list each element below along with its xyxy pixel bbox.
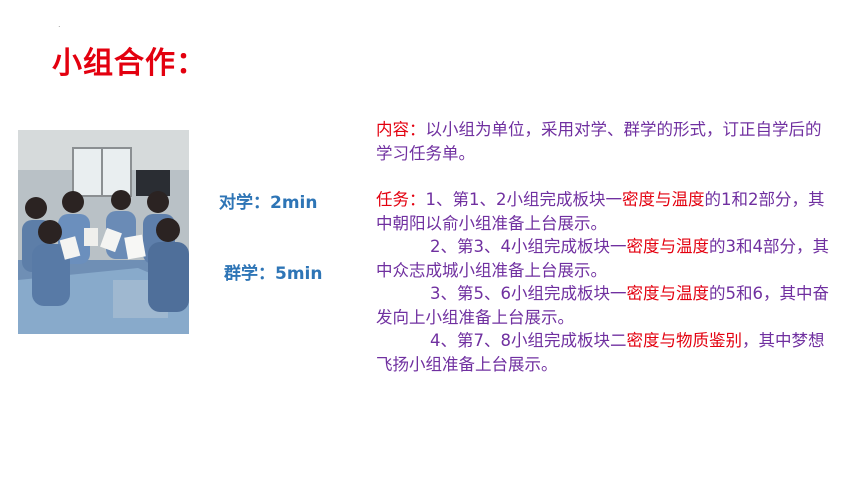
group-study-time: 群学：5min [224,264,323,284]
slide-marker: . [58,20,61,29]
intro-text: 以小组为单位，采用对学、群学的形式，订正自学后的学习任务单。 [376,120,822,163]
task-item-2: 2、第3、4小组完成板块一密度与温度的3和4部分，其中众志成城小组准备上台展示。 [376,235,836,282]
classroom-photo [18,130,189,334]
task-item-1: 任务：1、第1、2小组完成板块一密度与温度的1和2部分，其中朝阳以俞小组准备上台… [376,188,836,235]
task-1-prefix: 1、第1、2小组完成板块一 [425,190,623,209]
content-intro: 内容：以小组为单位，采用对学、群学的形式，订正自学后的学习任务单。 [376,118,836,165]
task-label: 任务： [376,190,426,209]
pair-study-time: 对学：2min [219,193,318,213]
task-4-suffix: ，其中梦想飞扬小组准备上台展示。 [376,331,825,374]
intro-label: 内容： [376,120,426,139]
task-2-topic: 密度与温度 [626,237,710,256]
task-2-prefix: 2、第3、4小组完成板块一 [430,237,627,256]
task-1-topic: 密度与温度 [622,190,705,209]
task-3-topic: 密度与温度 [626,284,710,303]
task-3-suffix: 的5和6，其中奋发向上小组准备上台展示。 [376,284,829,327]
task-item-3: 3、第5、6小组完成板块一密度与温度的5和6，其中奋发向上小组准备上台展示。 [376,282,836,329]
task-content: 内容：以小组为单位，采用对学、群学的形式，订正自学后的学习任务单。 任务：1、第… [376,118,836,376]
task-4-prefix: 4、第7、8小组完成板块二 [430,331,627,350]
task-2-suffix: 的3和4部分，其中众志成城小组准备上台展示。 [376,237,829,280]
slide-title: 小组合作： [52,46,207,81]
task-1-suffix: 的1和2部分，其中朝阳以俞小组准备上台展示。 [376,190,825,233]
task-item-4: 4、第7、8小组完成板块二密度与物质鉴别，其中梦想飞扬小组准备上台展示。 [376,329,836,376]
task-4-topic: 密度与物质鉴别 [626,331,743,350]
task-3-prefix: 3、第5、6小组完成板块一 [430,284,627,303]
